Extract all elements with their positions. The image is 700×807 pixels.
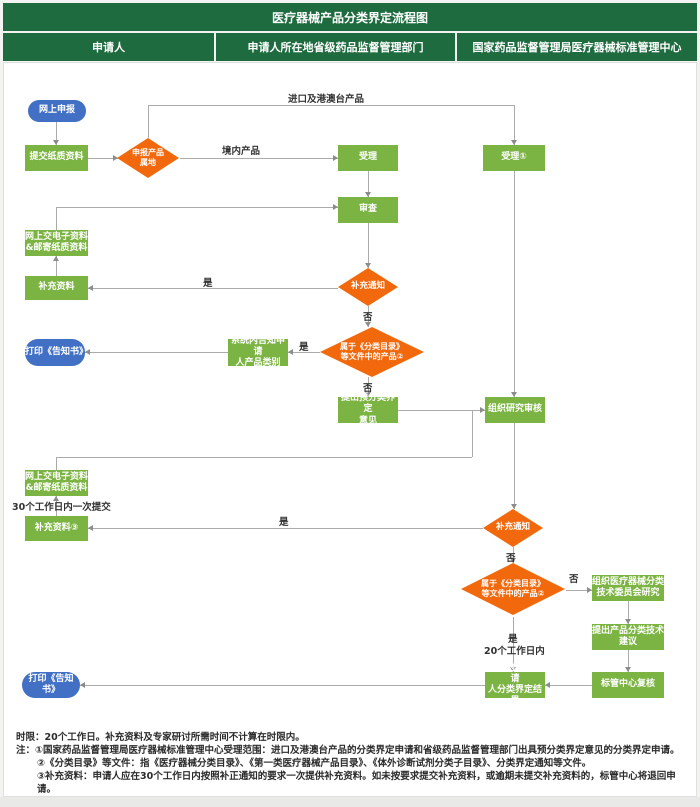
connector: [545, 685, 592, 686]
swimlane-header: 申请人 申请人所在地省级药品监督管理部门 国家药品监督管理局医疗器械标准管理中心: [3, 33, 697, 61]
arrowhead: [365, 322, 371, 327]
footnote-1: 注：①国家药品监督管理局医疗器械标准管理中心受理范围：进口及港澳台产品的分类界定…: [16, 745, 680, 756]
connector: [56, 207, 338, 208]
arrowhead: [365, 192, 371, 197]
connector: [88, 158, 120, 159]
arrowhead: [511, 504, 517, 509]
arrowhead: [113, 155, 118, 161]
connector: [56, 457, 57, 470]
node-submit-paper: 提交纸质资料: [25, 145, 88, 171]
edge-label-no: 否: [569, 574, 579, 585]
node-print-notice-2: 打印《告知书》: [22, 672, 80, 698]
arrowhead: [88, 285, 93, 291]
lane-applicant: 申请人: [3, 33, 214, 61]
connector: [148, 105, 514, 106]
arrowhead: [333, 155, 338, 161]
connector: [513, 547, 514, 563]
connector: [148, 105, 149, 138]
connector: [80, 685, 485, 686]
bottom-strip: [0, 797, 700, 807]
connector: [88, 528, 483, 529]
lane-provincial-dept: 申请人所在地省级药品监督管理部门: [216, 33, 455, 61]
node-org-committee: 组织医疗器械分类 技术委员会研究: [592, 575, 664, 601]
arrowhead: [88, 525, 93, 531]
connector: [368, 223, 369, 268]
arrowhead: [288, 349, 293, 355]
footnotes: 时限：20个工作日。补充资料及专家研讨所需时间不计算在时限内。 注：①国家药品监…: [16, 731, 688, 796]
connector: [514, 423, 515, 509]
arrowhead: [365, 392, 371, 397]
node-notify-category: 系统内告知申请 人产品类别: [228, 336, 288, 368]
arrowhead: [625, 667, 631, 672]
connector: [566, 590, 592, 591]
node-tech-advice: 提出产品分类技术 建议: [592, 624, 664, 650]
node-supplement-3: 补充资料③: [25, 516, 88, 541]
footnote-time-limit: 时限：20个工作日。补充资料及专家研讨所需时间不计算在时限内。: [16, 732, 305, 743]
flowchart-canvas: [3, 62, 697, 797]
edge-label-yes: 是: [508, 634, 518, 645]
connector: [368, 171, 369, 197]
arrowhead: [511, 140, 517, 145]
edge-label-yes: 是: [299, 342, 309, 353]
arrowhead: [80, 682, 85, 688]
connector: [472, 410, 473, 457]
connector: [628, 650, 629, 672]
connector: [56, 207, 57, 230]
connector: [88, 288, 338, 289]
edge-label-domestic: 境内产品: [222, 146, 261, 157]
edge-label-yes: 是: [203, 278, 213, 289]
edge-label-within-20-days: 20个工作日内: [484, 646, 545, 657]
node-accept-center: 受理①: [483, 145, 545, 171]
node-center-recheck: 标管中心复核: [592, 672, 664, 698]
connector: [368, 306, 369, 327]
node-submit-electronic-2: 网上交电子资料 &邮寄纸质资料: [25, 470, 88, 496]
arrowhead: [510, 667, 516, 672]
node-print-notice-1: 打印《告知书》: [25, 339, 88, 366]
node-supplement-1: 补充资料: [25, 276, 88, 300]
edge-label-submit-within-30: 30个工作日内一次提交: [12, 502, 111, 513]
arrowhead: [511, 392, 517, 397]
connector: [288, 352, 320, 353]
arrowhead: [545, 682, 550, 688]
connector: [514, 171, 515, 397]
node-notify-result: 系统内告知申请 人分类界定结果: [485, 663, 545, 706]
footnote-3: ③补充资料：申请人应在30个工作日内按照补正通知的要求一次提供补充资料。如未按要…: [37, 771, 676, 795]
connector: [56, 256, 57, 276]
connector: [368, 377, 369, 397]
lane-national-center: 国家药品监督管理局医疗器械标准管理中心: [457, 33, 697, 61]
connector: [180, 158, 338, 159]
connector: [398, 410, 485, 411]
arrowhead: [53, 140, 59, 145]
footnote-2: ②《分类目录》等文件：指《医疗器械分类目录》、《第一类医疗器械产品目录》、《体外…: [37, 758, 592, 769]
arrowhead: [53, 496, 59, 501]
edge-label-no: 否: [506, 553, 516, 564]
arrowhead: [625, 619, 631, 624]
connector: [56, 122, 57, 145]
arrowhead: [85, 349, 90, 355]
connector: [85, 352, 228, 353]
arrowhead: [510, 558, 516, 563]
arrowhead: [53, 256, 59, 261]
connector: [56, 457, 472, 458]
connector: [513, 617, 514, 672]
connector: [56, 496, 57, 516]
arrowhead: [587, 587, 592, 593]
edge-label-no: 否: [363, 312, 373, 323]
edge-label-no: 否: [363, 383, 373, 394]
node-online-declare: 网上申报: [28, 100, 86, 122]
node-submit-electronic-1: 网上交电子资料 &邮寄纸质资料: [25, 230, 88, 256]
arrowhead: [333, 204, 338, 210]
connector: [514, 105, 515, 145]
arrowhead: [365, 263, 371, 268]
edge-label-yes: 是: [279, 517, 289, 528]
page-title: 医疗器械产品分类界定流程图: [3, 3, 697, 31]
connector: [628, 601, 629, 624]
node-org-review: 组织研究审核: [485, 397, 545, 423]
edge-label-import: 进口及港澳台产品: [288, 94, 365, 105]
node-pre-opinion: 提出预分类界定 意见: [338, 393, 398, 426]
node-accept: 受理: [338, 145, 398, 171]
node-review: 审查: [338, 197, 398, 223]
arrowhead: [480, 407, 485, 413]
